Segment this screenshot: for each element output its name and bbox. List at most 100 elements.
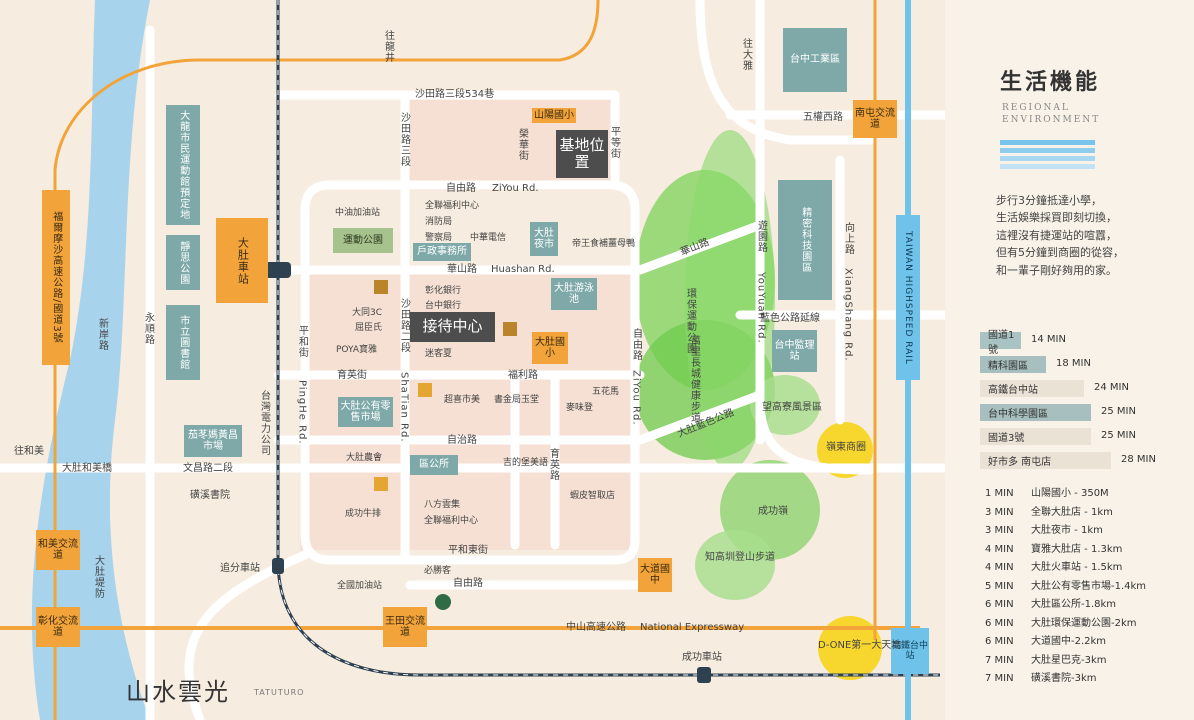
road-ziyou-en: ZiYou Rd. bbox=[492, 183, 539, 194]
road-wanghemei: 往和美 bbox=[14, 446, 44, 457]
tc-industry: 台中工業區 bbox=[783, 28, 847, 92]
road-xiangshang-en: XiangShang Rd. bbox=[842, 268, 854, 362]
poi-xiapi: 蝦皮智取店 bbox=[570, 491, 616, 501]
roads bbox=[0, 0, 950, 720]
road-lanse-ext: 藍色公路延線 bbox=[760, 313, 820, 324]
pool: 大肚游泳池 bbox=[551, 278, 597, 310]
road-pinghe-east: 平和東街 bbox=[448, 545, 488, 556]
wanli-trail: 萬里長城健康步道 bbox=[688, 335, 700, 423]
travel-time: 28 MIN bbox=[1121, 454, 1156, 465]
poi-chaoxi: 超喜市美 bbox=[444, 395, 481, 405]
road-ziyou-vertical: 自由路 bbox=[630, 328, 642, 361]
jingsi-park: 靜思公園 bbox=[166, 235, 200, 290]
road-huashan-en: Huashan Rd. bbox=[491, 264, 555, 275]
taipower: 台灣電力公司 bbox=[258, 390, 270, 456]
road-ronghua: 榮華街 bbox=[516, 128, 528, 161]
desc-line: 這裡沒有捷運站的喧囂， bbox=[996, 228, 1117, 242]
road-dadu-dike: 大肚堤防 bbox=[92, 555, 104, 599]
poi-chunghwa: 中華電信 bbox=[470, 233, 507, 243]
sports-park: 運動公園 bbox=[333, 228, 393, 253]
poi-niupai: 成功牛排 bbox=[345, 509, 382, 519]
market: 大肚公有零售市場 bbox=[338, 397, 393, 427]
panel-description: 步行3分鐘抵達小學， 生活娛樂採買即刻切換， 這裡沒有捷運站的喧囂， 但有5分鐘… bbox=[996, 192, 1186, 279]
road-yongshun: 永順路 bbox=[142, 312, 154, 345]
road-pinghe: 平和街 bbox=[296, 325, 308, 358]
travel-bar: 好市多 南屯店 bbox=[980, 452, 1111, 469]
road-wuquan: 五權西路 bbox=[803, 112, 843, 123]
familymart-icon bbox=[374, 280, 388, 294]
qiedong-market: 茄苳媽黃昌市場 bbox=[184, 425, 242, 457]
precision-park: 精密科技園區 bbox=[778, 180, 832, 300]
hemei-ic: 和美交流道 bbox=[36, 530, 80, 570]
travel-time: 14 MIN bbox=[1031, 334, 1066, 345]
poi-bafang: 八方雲集 bbox=[424, 500, 461, 510]
road-yuying: 育英路 bbox=[547, 448, 559, 481]
travel-time: 24 MIN bbox=[1094, 382, 1129, 393]
desc-line: 生活娛樂採買即刻切換， bbox=[996, 211, 1117, 225]
poi-guoguang: 全國加油站 bbox=[337, 581, 383, 591]
dalong-sports: 大龍市民運動館預定地 bbox=[166, 105, 200, 225]
road-youyuan-en: YouYuan Rd. bbox=[755, 272, 767, 344]
travel-bar: 國道3號 bbox=[980, 428, 1091, 445]
zhuifen-station: 追分車站 bbox=[220, 563, 260, 574]
library: 市立圖書館 bbox=[166, 305, 200, 380]
night-market: 大肚夜市 bbox=[530, 222, 558, 256]
zhigao-trail: 知高圳登山步道 bbox=[705, 552, 775, 563]
desc-line: 步行3分鐘抵達小學， bbox=[996, 194, 1102, 207]
nantun-ic: 南屯交流道 bbox=[853, 100, 897, 138]
road-zhongshan-en: National Expressway bbox=[640, 622, 745, 633]
freeway-3 bbox=[53, 0, 600, 720]
poi-jide: 吉的堡美語 bbox=[503, 458, 549, 468]
eco-park: 環保運動公園 bbox=[684, 288, 696, 354]
wave-2 bbox=[1000, 148, 1095, 153]
travel-bar: 台中科學園區 bbox=[980, 404, 1091, 421]
poi-fire: 消防局 bbox=[425, 217, 453, 227]
poi-quanlian2: 全聯福利中心 bbox=[424, 516, 479, 526]
road-ziyou-vertical-en: ZiYou Rd. bbox=[630, 370, 642, 426]
poi-maiwei: 麥味登 bbox=[566, 403, 594, 413]
road-shatian2: 沙田路二段 bbox=[398, 298, 410, 353]
site-marker[interactable]: 基地位置 bbox=[556, 130, 608, 178]
dadao-school: 大道國中 bbox=[638, 558, 672, 592]
chenggong-station-marker bbox=[697, 667, 711, 683]
hill-6 bbox=[750, 375, 820, 435]
road-zhongshan: 中山高速公路 bbox=[566, 622, 626, 633]
hill-5 bbox=[695, 530, 775, 600]
desc-line: 和一輩子剛好夠用的家。 bbox=[996, 263, 1117, 277]
changhua-ic: 彰化交流道 bbox=[36, 607, 80, 647]
road-dadu-bridge: 大肚和美橋 bbox=[62, 463, 112, 474]
poi-police: 警察局 bbox=[425, 233, 453, 243]
chenggong-ling: 成功嶺 bbox=[758, 506, 788, 517]
road-shatian3: 沙田路三段 bbox=[398, 112, 410, 167]
road-wanglong: 往龍井 bbox=[382, 30, 394, 63]
seven-eleven-icon-2 bbox=[374, 477, 388, 491]
railway-dash bbox=[277, 0, 940, 676]
road-xiangshang: 向上路 bbox=[842, 222, 854, 255]
poi-changhua-bank: 彰化銀行 bbox=[425, 286, 462, 296]
wave-4 bbox=[1000, 164, 1095, 169]
road-yuyuan: 育英街 bbox=[337, 370, 367, 381]
road-youyuan: 遊園路 bbox=[755, 220, 767, 253]
wave-1 bbox=[1000, 140, 1095, 145]
poi-poya: POYA寶雅 bbox=[336, 345, 377, 355]
familymart-icon-2 bbox=[503, 322, 517, 336]
road-wenchang: 文昌路二段 bbox=[183, 463, 233, 474]
chenggong-station: 成功車站 bbox=[682, 652, 722, 663]
road-ziyou: 自由路 bbox=[446, 183, 476, 194]
reception-marker[interactable]: 接待中心 bbox=[410, 312, 495, 342]
road-fuli: 福利路 bbox=[508, 370, 538, 381]
road-shatian534: 沙田路三段534巷 bbox=[415, 89, 495, 100]
wangtian-ic: 王田交流道 bbox=[383, 607, 427, 647]
road-huashan: 華山路 bbox=[447, 264, 477, 275]
wanggao: 望高寮風景區 bbox=[762, 402, 822, 413]
panel-subtitle: REGIONAL ENVIRONMENT bbox=[1002, 102, 1122, 126]
travel-bar: 國道1號 bbox=[980, 330, 1021, 356]
road-wangtian: 往大雅 bbox=[740, 38, 752, 71]
hsr-label: TAIWAN HIGHSPEED RAIL bbox=[896, 215, 920, 380]
road-shatian-en: ShaTian Rd. bbox=[398, 372, 410, 443]
road-pingdeng: 平等街 bbox=[608, 126, 620, 159]
